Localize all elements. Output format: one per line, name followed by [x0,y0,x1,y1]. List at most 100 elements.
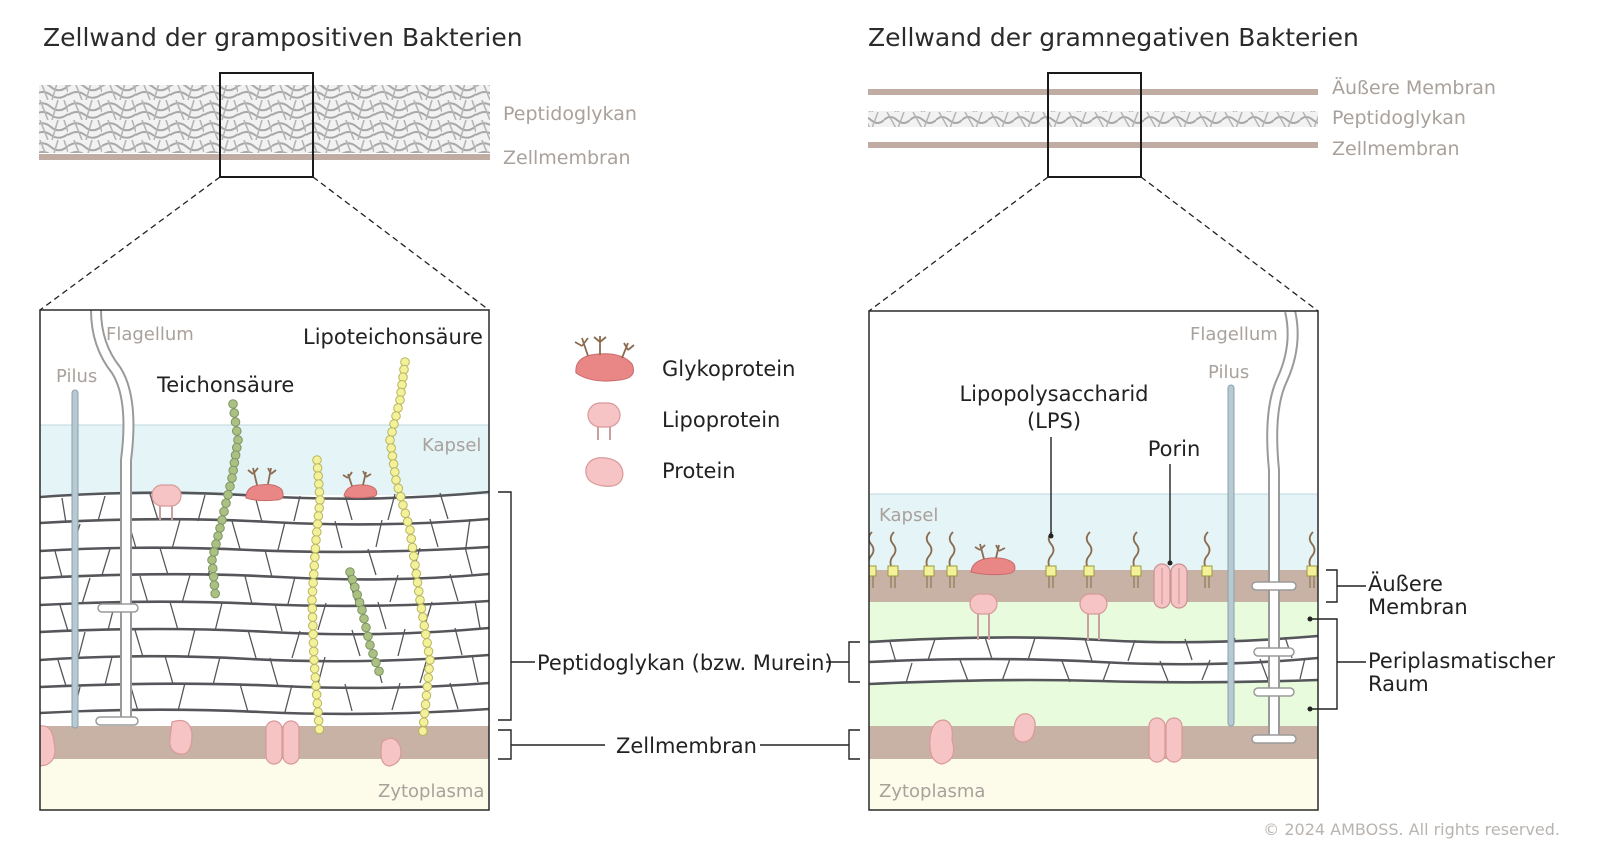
lipoteichoic-acid-chain [307,455,325,735]
right-detail-panel: Flagellum Pilus Lipopolysaccharid (LPS) … [868,310,1319,811]
lps-pointer-dot [1048,533,1054,539]
capsule-layer [869,494,1318,570]
overview-membrane-line [868,142,1318,148]
membrane-protein [40,725,56,767]
label-teichoic-acid: Teichonsäure [156,373,294,397]
lps-molecule [923,531,935,588]
right-overview: Äußere Membran Peptidoglykan Zellmembran [868,72,1496,312]
membrane-protein [929,719,955,765]
label-peptidoglycan-murein: Peptidoglykan (bzw. Murein) [537,651,833,675]
label-pilus: Pilus [1208,362,1249,383]
legend-lipoprotein-label: Lipoprotein [662,408,780,432]
flagellum [90,310,139,726]
lps-molecule [1083,531,1095,588]
legend-protein-icon [585,457,624,487]
bracket-left-membrane [498,729,512,760]
porin [1153,563,1188,609]
zoom-line [312,176,490,311]
center-annotations [498,491,1366,760]
overview-peptidoglycan-layer [868,111,1318,127]
cytoplasm-layer [869,759,1318,810]
membrane-channel [1148,717,1166,763]
label-flagellum: Flagellum [106,324,194,345]
pilus [71,389,79,729]
membrane-protein [380,737,402,767]
glycoprotein [342,470,378,499]
left-overview: Peptidoglykan Zellmembran [39,72,637,311]
label-outer-membrane-line1: Äußere [1368,571,1443,596]
zoom-box [219,72,314,178]
zoom-box [1047,72,1142,178]
pilus [1227,384,1235,727]
label-periplasm-line2: Raum [1368,672,1429,696]
porin-pointer-dot [1167,560,1173,566]
lipoteichoic-acid-chain [385,357,435,736]
membrane-channel [1165,717,1183,763]
label-overview-peptidoglycan: Peptidoglykan [503,103,637,125]
label-pilus: Pilus [56,366,97,387]
label-lps-line2: (LPS) [1027,409,1081,433]
flagellum [1251,311,1299,744]
lps-molecule [1130,531,1142,588]
lps-molecule [869,531,877,588]
legend-glycoprotein-label: Glykoprotein [662,357,795,381]
membrane-protein [1013,713,1036,743]
teichoic-acid-chain [207,399,243,599]
label-capsule: Kapsel [422,435,481,456]
lipoprotein [151,484,182,520]
lps-molecule [887,531,899,588]
cytoplasm-layer [40,759,489,810]
lipoprotein [1079,593,1108,640]
legend: Glykoprotein Lipoprotein Protein [574,336,795,487]
label-cytoplasm: Zytoplasma [879,781,985,802]
capsule-layer [40,425,489,495]
label-overview-peptidoglycan: Peptidoglykan [1332,107,1466,129]
lps-molecule [1306,531,1318,588]
legend-glycoprotein-icon [574,336,635,382]
zoom-line [39,176,221,311]
left-title: Zellwand der grampositiven Bakterien [43,23,523,52]
bracket-periplasm [1310,618,1338,710]
membrane-protein [169,719,193,755]
glycoprotein [245,467,284,502]
legend-protein-label: Protein [662,459,736,483]
copyright-notice: © 2024 AMBOSS. All rights reserved. [1263,820,1560,839]
overview-peptidoglycan-layer [39,85,490,153]
teichoic-acid-chain [345,567,384,677]
label-capsule: Kapsel [879,505,938,526]
label-lps-line1: Lipopolysaccharid [959,382,1148,406]
label-flagellum: Flagellum [1190,324,1278,345]
left-detail-frame [39,309,490,811]
legend-lipoprotein-icon [587,402,621,440]
left-detail-panel: Flagellum Pilus Lipoteichonsäure Teichon… [39,309,490,811]
membrane-channel [265,720,283,765]
label-porin: Porin [1148,437,1201,461]
label-overview-cell-membrane: Zellmembran [503,147,631,169]
label-lipoteichoic-acid: Lipoteichonsäure [303,325,483,349]
label-outer-membrane-line2: Membran [1368,595,1468,619]
right-title: Zellwand der gramnegativen Bakterien [868,23,1359,52]
glycoprotein [970,543,1016,576]
teichoic-acid-chains [207,357,435,736]
lps-molecules [869,531,1318,588]
zoom-line [1140,176,1319,312]
lps-molecule [946,531,958,588]
bracket-right-membrane [848,729,860,760]
membrane-channel [282,720,300,765]
bracket-outer-membrane [1326,569,1338,603]
bracket-right-peptidoglycan [848,641,860,683]
zoom-line [868,176,1049,312]
cell-membrane-layer [40,726,489,759]
lipoprotein [969,593,998,640]
lps-molecule [1045,531,1057,588]
right-detail-frame [868,310,1319,811]
label-cytoplasm: Zytoplasma [378,781,484,802]
overview-outer-membrane-line [868,89,1318,95]
label-periplasm-line1: Periplasmatischer [1368,649,1555,673]
label-overview-outer-membrane: Äußere Membran [1332,76,1496,99]
bracket-left-peptidoglycan [498,491,512,721]
lps-molecule [1201,531,1213,588]
label-overview-cell-membrane: Zellmembran [1332,138,1460,160]
